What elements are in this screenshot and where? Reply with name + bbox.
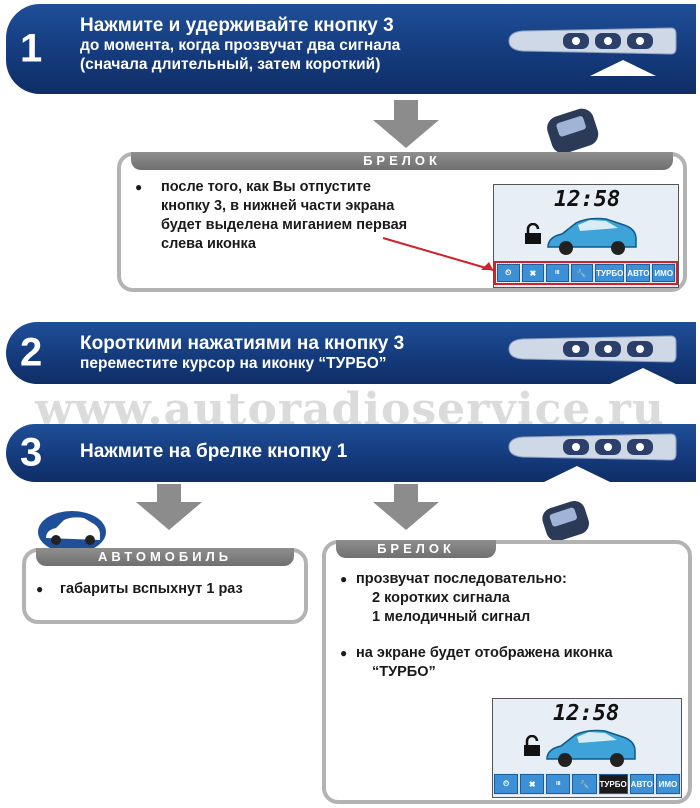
car-icon <box>38 511 106 553</box>
text-line: кнопку 3, в нижней части экрана <box>161 197 395 214</box>
step-1-banner: 1 Нажмите и удерживайте кнопку 3 до моме… <box>6 4 696 94</box>
text-line: после того, как Вы отпустите <box>161 179 371 195</box>
text-line: 2 коротких сигнала <box>372 589 510 606</box>
icon-strip: ⏲ ✖ ᴵᴵᴵ 🔧 ТУРБО АВТО ИМО <box>494 261 678 285</box>
cross-icon: ✖ <box>521 264 545 282</box>
turbo-icon: ТУРБО <box>598 774 628 794</box>
button-pointer-icon <box>610 368 676 384</box>
car-icon <box>546 729 636 767</box>
cross-icon: ✖ <box>520 774 545 794</box>
panel-text: после того, как Вы отпустите кнопку 3, в… <box>161 178 501 253</box>
down-arrow-icon <box>136 484 202 530</box>
step-instructions: Нажмите на брелке кнопку 1 <box>80 440 347 463</box>
step-line: (сначала длительный, затем короткий) <box>80 56 381 74</box>
panel-header: БРЕЛОК <box>131 152 673 170</box>
fob-panel-1: БРЕЛОК ● после того, как Вы отпустите кн… <box>117 152 687 292</box>
key-fob-icon <box>542 500 590 542</box>
icon-strip: ⏲ ✖ ᴵᴵᴵ 🔧 ТУРБО АВТО ИМО <box>493 773 681 795</box>
panel-text: габариты вспыхнут 1 раз <box>60 581 243 597</box>
step-line: Короткими нажатиями на кнопку 3 <box>80 333 405 354</box>
step-line: Нажмите и удерживайте кнопку 3 <box>80 15 394 36</box>
wrench-icon: 🔧 <box>572 774 597 794</box>
key-fob-side-icon <box>508 335 677 363</box>
text-line: на экране будет отображена иконка <box>356 645 613 661</box>
key-fob-side-icon <box>508 27 677 55</box>
key-fob-icon <box>547 108 599 154</box>
text-line: будет выделена миганием первая <box>161 216 408 233</box>
turbo-icon: ТУРБО <box>595 264 625 282</box>
pointer-line-icon <box>382 237 494 271</box>
step-number: 2 <box>20 330 43 375</box>
immo-icon: ИМО <box>655 774 680 794</box>
fob-panel-2: БРЕЛОК ● прозвучат последовательно: 2 ко… <box>322 540 692 804</box>
step-instructions: Нажмите и удерживайте кнопку 3 до момент… <box>80 14 400 75</box>
step-line: переместите курсор на иконку “ТУРБО” <box>80 355 387 373</box>
lock-icon <box>525 223 541 244</box>
auto-icon: АВТО <box>626 264 651 282</box>
signal-icon: ᴵᴵᴵ <box>546 774 571 794</box>
lcd-screen: 12:58 ⏲ ✖ ᴵᴵᴵ 🔧 ТУРБО АВТО ИМО <box>493 184 679 288</box>
down-arrow-icon <box>373 484 439 530</box>
step-2-banner: 2 Короткими нажатиями на кнопку 3 переме… <box>6 322 696 384</box>
panel-text: прозвучат последовательно: 2 коротких си… <box>356 570 686 627</box>
step-line: Нажмите на брелке кнопку 1 <box>80 441 348 462</box>
wrench-icon: 🔧 <box>570 264 594 282</box>
bullet: ● <box>340 572 348 586</box>
car-icon <box>547 217 637 255</box>
lcd-time: 12:58 <box>554 187 621 212</box>
button-pointer-icon <box>590 60 656 76</box>
text-line: слева иконка <box>161 235 256 252</box>
down-arrow-icon <box>373 100 439 148</box>
step-3-banner: 3 Нажмите на брелке кнопку 1 <box>6 424 696 482</box>
bullet: ● <box>340 646 348 660</box>
panel-text: на экране будет отображена иконка “ТУРБО… <box>356 644 692 682</box>
car-panel: АВТОМОБИЛЬ ● габариты вспыхнут 1 раз <box>22 548 308 624</box>
button-pointer-icon <box>544 466 610 482</box>
bullet: ● <box>36 582 44 596</box>
step-line: до момента, когда прозвучат два сигнала <box>80 37 401 55</box>
signal-icon: ᴵᴵᴵ <box>546 264 569 282</box>
step-number: 3 <box>20 430 43 475</box>
text-line: 1 мелодичный сигнал <box>372 608 531 625</box>
panel-header: БРЕЛОК <box>336 540 496 558</box>
step-instructions: Короткими нажатиями на кнопку 3 перемест… <box>80 332 404 374</box>
panel-header: АВТОМОБИЛЬ <box>36 548 294 566</box>
lcd-time: 12:58 <box>553 701 620 726</box>
step-number: 1 <box>20 26 43 71</box>
lcd-screen: 12:58 ⏲ ✖ ᴵᴵᴵ 🔧 ТУРБО АВТО ИМО <box>492 698 682 798</box>
timer-icon: ⏲ <box>496 263 521 283</box>
immo-icon: ИМО <box>652 264 675 282</box>
key-fob-side-icon <box>508 433 677 461</box>
timer-icon: ⏲ <box>494 774 519 794</box>
lock-icon <box>524 735 540 756</box>
text-line: прозвучат последовательно: <box>356 571 567 587</box>
auto-icon: АВТО <box>629 774 654 794</box>
text-line: “ТУРБО” <box>372 663 436 680</box>
bullet: ● <box>135 180 143 194</box>
